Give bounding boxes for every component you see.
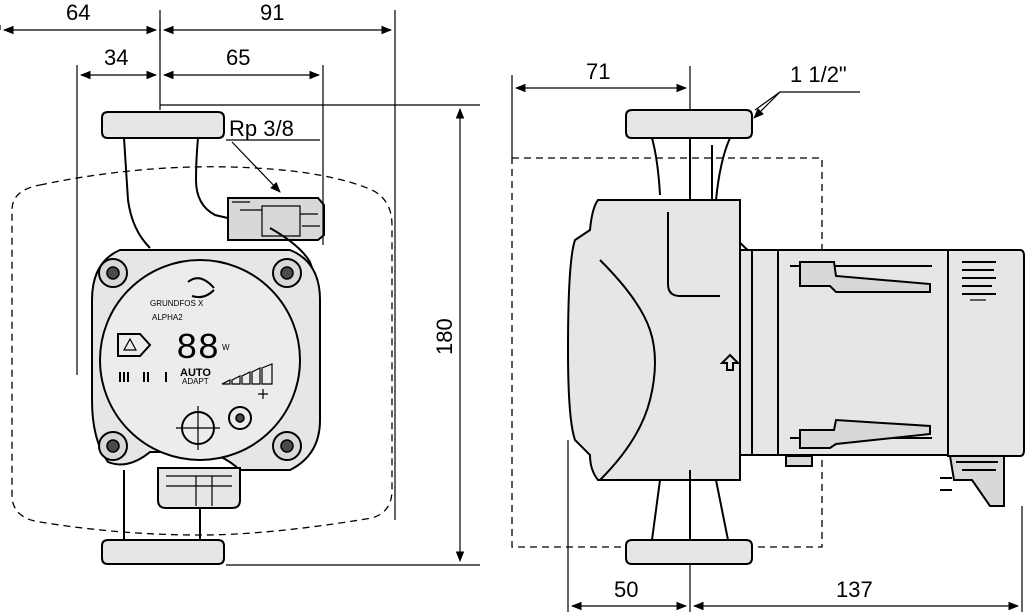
side-bottom-neck	[651, 470, 729, 541]
thread-port-hatch	[232, 201, 320, 237]
side-top-flange	[625, 109, 753, 139]
front-dimensions: 64 91 34 65 Rp 3/8 180	[0, 0, 480, 566]
motor-foot	[785, 455, 813, 467]
brand-text: GRUNDFOS X	[150, 299, 204, 308]
front-top-neck	[123, 137, 271, 249]
side-view	[511, 66, 1025, 565]
level-bars-icon	[221, 363, 273, 385]
settings-button-center-icon	[235, 413, 245, 423]
side-bottom-flange	[625, 539, 753, 565]
warning-triangle-icon	[122, 337, 138, 351]
control-face	[99, 259, 301, 461]
nameplate-icon	[962, 261, 996, 301]
connection-label: 1 1/2"	[790, 62, 847, 87]
dim-front-right-top: 91	[260, 0, 284, 25]
side-dimensions: 71 1 1/2" 50 137	[511, 59, 1023, 612]
front-bottom-block	[157, 467, 241, 509]
terminal-box	[948, 455, 1005, 507]
brand-logo-icon	[187, 277, 215, 299]
terminal-box-lines	[940, 461, 998, 491]
flow-arrow-icon	[719, 353, 741, 371]
lcd-digits: 88	[176, 328, 219, 369]
lcd-unit: W	[222, 343, 230, 352]
front-housing-outline	[11, 166, 393, 536]
dim-front-left-top: 64	[66, 0, 90, 25]
side-pump-inner	[599, 212, 720, 481]
front-bottom-block-lines	[166, 475, 232, 506]
thread-label: Rp 3/8	[229, 116, 294, 141]
thread-port	[227, 197, 325, 241]
dim-front-left-inner: 34	[104, 45, 128, 70]
dim-side-top: 71	[586, 59, 610, 84]
sun-icon	[258, 389, 268, 399]
screw-icons	[98, 258, 302, 461]
dim-front-right-inner: 65	[226, 45, 250, 70]
settings-button-icon	[228, 406, 252, 430]
thread-port-body	[269, 227, 319, 286]
mode-sublabel: ADAPT	[182, 377, 209, 386]
mode-indicator-icons	[119, 372, 167, 382]
side-housing-outline	[511, 157, 823, 548]
dim-height: 180	[432, 318, 457, 355]
selector-cross-icon	[176, 406, 220, 450]
motor-end-cap	[947, 249, 1025, 457]
front-bottom-flange	[101, 539, 225, 565]
motor-housing-lines	[751, 250, 932, 455]
front-top-flange	[101, 111, 225, 139]
warning-icon	[117, 333, 152, 357]
side-pump-body	[566, 199, 741, 481]
dim-side-bottom-right: 137	[836, 577, 873, 602]
mode-label: AUTO	[180, 367, 211, 379]
dim-side-bottom-left: 50	[614, 577, 638, 602]
model-text: ALPHA2	[152, 313, 183, 322]
clamp-lower	[799, 418, 931, 449]
front-view: GRUNDFOS X ALPHA2 88 W AUTO ADAPT	[11, 20, 393, 565]
clamp-upper	[799, 261, 931, 293]
